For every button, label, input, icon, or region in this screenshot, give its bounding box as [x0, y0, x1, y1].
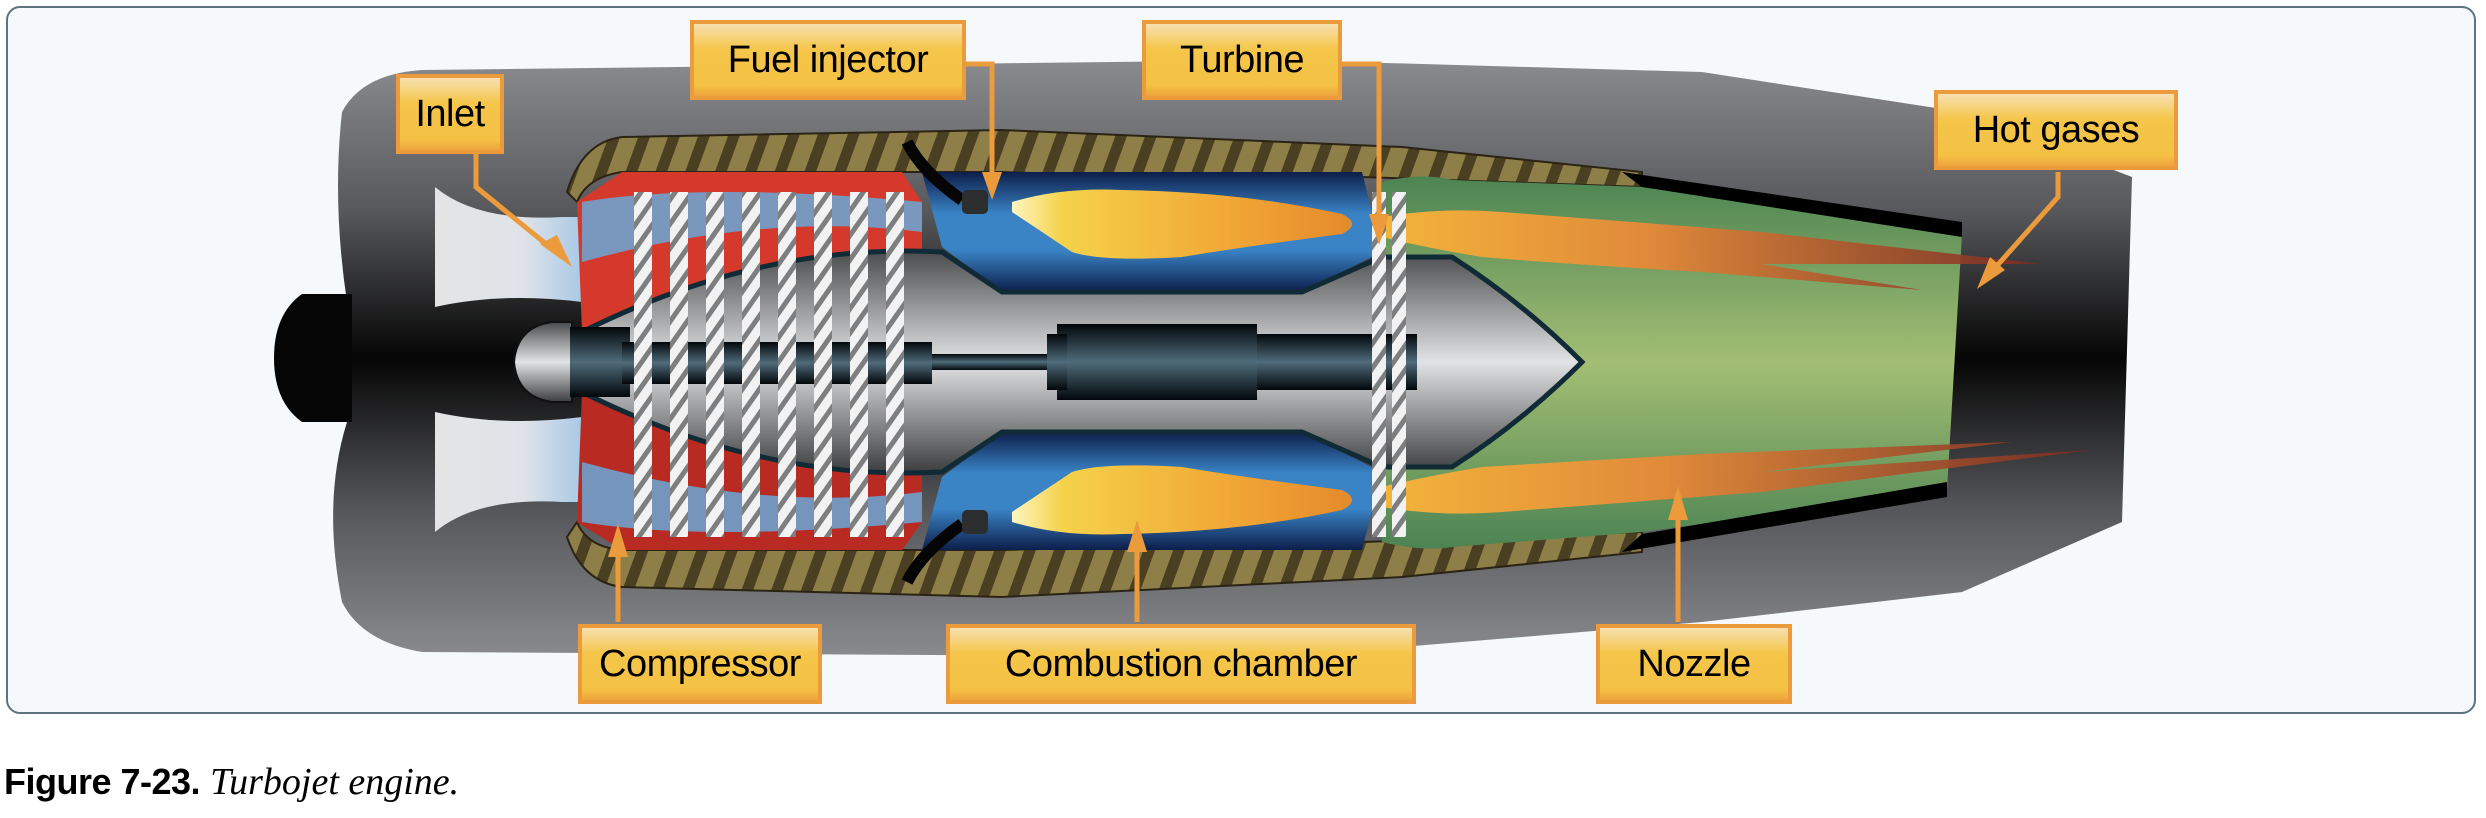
arrowheads — [540, 172, 2005, 557]
fuel-line-top — [901, 139, 966, 205]
figure-number: Figure 7-23. — [4, 761, 201, 802]
label-combustion-chamber-text: Combustion chamber — [1004, 642, 1358, 685]
nozzle-lip-top — [1622, 172, 1962, 237]
label-fuel-injector: Fuel injector — [690, 20, 966, 100]
shaft-compressor — [622, 342, 932, 384]
leader-inlet — [473, 150, 564, 259]
compressor-blade — [742, 192, 760, 537]
arrow-nozzle — [1668, 486, 1688, 520]
nozzle-lip-bottom — [1622, 482, 1947, 552]
fuel-injector-top — [962, 190, 988, 214]
arrow-compressor — [608, 524, 628, 557]
label-compressor-text: Compressor — [599, 642, 801, 685]
turbine-blades — [1372, 192, 1406, 537]
arrow-fuel-injector — [982, 172, 1002, 200]
shaft-front — [570, 327, 630, 397]
label-nozzle-text: Nozzle — [1637, 642, 1751, 685]
exhaust-flame-top — [1382, 210, 2042, 290]
compressor-blade — [886, 192, 904, 537]
exhaust-flame-bottom — [1382, 442, 2092, 514]
compressor-blade — [706, 192, 724, 537]
arrow-hot-gases — [1977, 257, 2005, 289]
leader-hot-gases — [1985, 172, 2061, 279]
compressor-blade — [850, 192, 868, 537]
arrow-inlet — [540, 235, 572, 267]
fuel-injector-bottom — [962, 510, 988, 534]
shaft-rear — [1257, 334, 1417, 390]
leader-fuel-injector — [962, 61, 995, 182]
flame-top — [1012, 189, 1352, 259]
front-hub — [512, 321, 573, 403]
compressor-blade — [634, 192, 652, 537]
shaft-turbine-collar — [1047, 334, 1067, 390]
diagram-panel: Inlet Fuel injector Turbine Hot gases Co… — [6, 6, 2476, 714]
label-turbine: Turbine — [1142, 20, 1342, 100]
label-nozzle: Nozzle — [1596, 624, 1792, 704]
label-turbine-text: Turbine — [1180, 38, 1304, 81]
leader-lines — [473, 61, 2061, 622]
compressor-blade — [670, 192, 688, 537]
flame-bottom — [1012, 465, 1352, 535]
label-hot-gases-text: Hot gases — [1972, 108, 2140, 151]
label-inlet-text: Inlet — [415, 92, 485, 135]
shaft-thin — [932, 354, 1062, 370]
fuel-line-bottom — [901, 519, 966, 585]
nose-cone — [274, 294, 352, 422]
label-fuel-injector-text: Fuel injector — [727, 38, 929, 81]
inlet-passage-top — [435, 187, 582, 307]
inlet-passage-bottom — [435, 412, 582, 532]
compressor-blade — [778, 192, 796, 537]
label-inlet: Inlet — [396, 74, 504, 154]
arrow-combustion — [1127, 520, 1147, 552]
turbine-blade — [1392, 192, 1406, 537]
shaft-turbine-large — [1057, 324, 1257, 400]
compressor-blade — [814, 192, 832, 537]
arrow-turbine — [1369, 214, 1389, 245]
compressor-blades — [634, 192, 904, 537]
label-combustion-chamber: Combustion chamber — [946, 624, 1416, 704]
turbine-blade — [1372, 192, 1386, 537]
label-compressor: Compressor — [578, 624, 822, 704]
figure-caption: Figure 7-23. Turbojet engine. — [4, 760, 459, 804]
label-hot-gases: Hot gases — [1934, 90, 2178, 170]
figure-description: Turbojet engine. — [210, 761, 460, 803]
leader-turbine — [1338, 61, 1382, 227]
turbojet-engine-illustration — [274, 60, 2133, 657]
